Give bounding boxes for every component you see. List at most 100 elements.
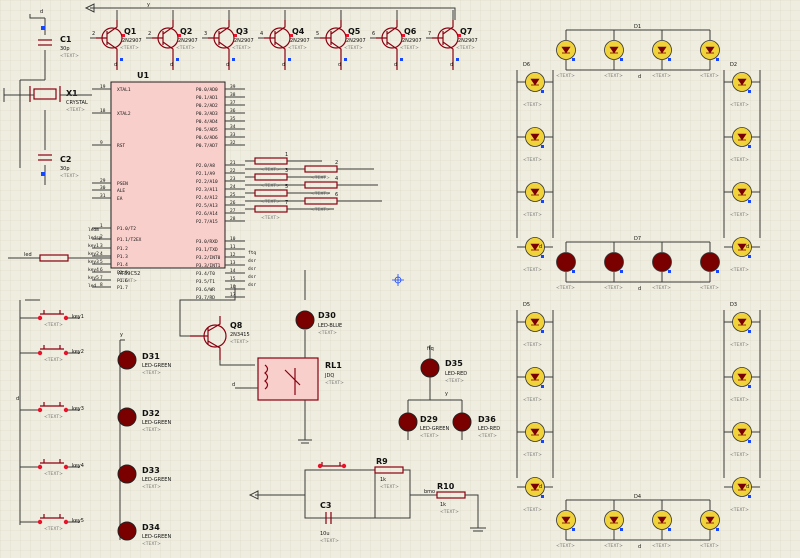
mcu-pin-num: 3 — [100, 243, 103, 249]
led-bank-d4[interactable]: <TEXT><TEXT><TEXT><TEXT>D4d — [556, 494, 720, 550]
bank-net-d: d — [539, 244, 542, 250]
bank-net-d: d — [746, 484, 749, 490]
mcu-pin-num: 7 — [100, 275, 103, 281]
mcu-pin-label: P1.6 — [117, 278, 128, 284]
ladder-label: 2 — [335, 160, 338, 166]
r10-label: R10 — [437, 482, 455, 491]
q-part: 2N2907 — [402, 38, 422, 44]
d35-text: <TEXT> — [445, 378, 464, 384]
key-switch-2[interactable]: key2<TEXT> — [20, 345, 84, 363]
mcu-pin-num: 8 — [100, 282, 103, 288]
ladder-text: <TEXT> — [261, 215, 280, 221]
led-bank-d2[interactable]: <TEXT><TEXT><TEXT><TEXT>D2d — [723, 62, 761, 273]
c1-text: <TEXT> — [60, 53, 79, 59]
mcu-pin-label: P3.5/T1 — [196, 279, 215, 285]
mcu-pin-label: P2.5/A13 — [196, 203, 218, 209]
q-net-d: d — [226, 62, 229, 68]
mcu-left-pins: XTAL119XTAL218RST9PSEN29ALE30EA31P1.0/T2… — [88, 84, 142, 291]
mcu-pin-label: P0.5/AD5 — [196, 127, 218, 133]
bank-text: <TEXT> — [730, 397, 749, 403]
mcu-pin-label: P1.3 — [117, 254, 128, 260]
q-text: <TEXT> — [176, 45, 195, 51]
mcu-pin-label: P2.2/A10 — [196, 179, 218, 185]
mcu-pin-label: P3.1/TXD — [196, 247, 218, 253]
mcu-pin-num: 23 — [230, 176, 236, 182]
led-label: D34 — [142, 523, 160, 532]
ladder-text: <TEXT> — [311, 191, 330, 197]
key-switch-5[interactable]: key5<TEXT> — [20, 514, 84, 532]
led-text: <TEXT> — [142, 370, 161, 376]
c3-label: C3 — [320, 501, 331, 510]
bank-text: <TEXT> — [700, 543, 719, 549]
led-bank-d3[interactable]: <TEXT><TEXT><TEXT><TEXT>D3d — [723, 302, 761, 513]
led-label: D31 — [142, 352, 160, 361]
d35-part: LED-RED — [445, 371, 467, 377]
mcu-pin-num: 29 — [100, 178, 106, 184]
bank-text: <TEXT> — [604, 73, 623, 79]
key-switch-3[interactable]: key3<TEXT> — [20, 402, 84, 420]
led-bank-d1[interactable]: <TEXT><TEXT><TEXT><TEXT>D1d — [556, 24, 720, 80]
mcu-u1[interactable]: U1 AT89C52 <TEXT> XTAL119XTAL218RST9PSEN… — [88, 71, 256, 301]
q-net-d: d — [282, 62, 285, 68]
mcu-pin-label: P3.6/WR — [196, 287, 215, 293]
mcu-net-label: ledsp — [88, 235, 102, 241]
bank-text: <TEXT> — [730, 102, 749, 108]
bank-net-d: d — [638, 74, 641, 80]
led-bank-d7[interactable]: <TEXT><TEXT><TEXT><TEXT>D7d — [556, 236, 720, 292]
led-text: <TEXT> — [142, 541, 161, 547]
bank-label: D4 — [634, 494, 641, 500]
bank-text: <TEXT> — [700, 285, 719, 291]
q-label: Q5 — [348, 27, 361, 36]
led-resistor: led — [8, 252, 111, 262]
led-bank-d5[interactable]: <TEXT><TEXT><TEXT><TEXT>D5d — [516, 302, 554, 513]
mcu-pin-label: P1.1/T2EX — [117, 237, 142, 243]
mcu-pin-label: P0.2/AD2 — [196, 103, 218, 109]
key-switch-1[interactable]: key1<TEXT> — [20, 310, 84, 328]
mcu-pin-label: P1.5 — [117, 270, 128, 276]
mcu-right-pins: P0.0/AD039P0.1/AD138P0.2/AD237P0.3/AD336… — [196, 84, 256, 301]
green-leds: yD31LED-GREEN<TEXT>D32LED-GREEN<TEXT>D33… — [117, 332, 171, 547]
mcu-pin-label: P2.7/A15 — [196, 219, 218, 225]
ladder-text: <TEXT> — [311, 207, 330, 213]
mcu-pin-label: P1.2 — [117, 246, 128, 252]
key-label: key5 — [72, 518, 84, 524]
ladder-label: 6 — [335, 192, 338, 198]
mcu-pin-num: 39 — [230, 84, 236, 90]
bank-label: D7 — [634, 236, 641, 242]
bank-net-d: d — [638, 286, 641, 292]
bank-text: <TEXT> — [523, 397, 542, 403]
mcu-pin-num: 37 — [230, 100, 236, 106]
c1-value: 30p — [60, 46, 70, 52]
rl1-part: JDQ — [324, 373, 334, 379]
bank-net-d: d — [638, 544, 641, 550]
ladder-label: 1 — [285, 152, 288, 158]
q-part: 2N2907 — [234, 38, 254, 44]
mcu-pin-num: 6 — [100, 267, 103, 273]
led-bank-d6[interactable]: <TEXT><TEXT><TEXT><TEXT>D6d — [516, 62, 554, 273]
bank-label: D2 — [730, 62, 737, 68]
q-text: <TEXT> — [400, 45, 419, 51]
mcu-pin-label: XTAL2 — [117, 111, 131, 117]
q-base-label: 4 — [260, 31, 263, 37]
q-label: Q4 — [292, 27, 305, 36]
key-switch-4[interactable]: key4<TEXT> — [20, 459, 84, 477]
mcu-pin-label: P3.7/RD — [196, 295, 215, 301]
u1-part: AT89C52 — [118, 271, 140, 277]
bank-text: <TEXT> — [730, 212, 749, 218]
c3-value: 10u — [320, 531, 330, 537]
q-text: <TEXT> — [344, 45, 363, 51]
mcu-pin-label: P2.6/A14 — [196, 211, 218, 217]
relay-rl1[interactable] — [257, 357, 319, 401]
